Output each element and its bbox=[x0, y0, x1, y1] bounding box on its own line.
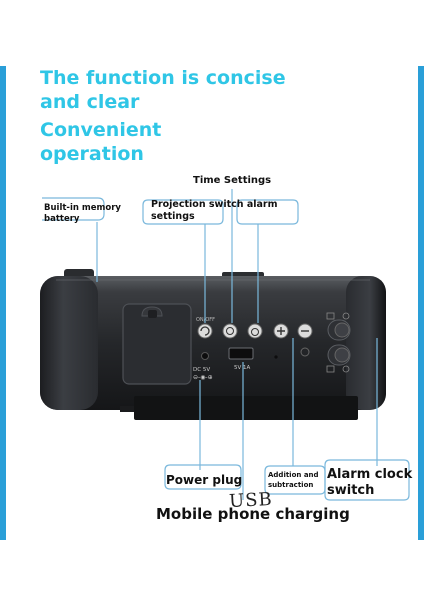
alarm-icon bbox=[251, 328, 259, 336]
label-projection-alarm: Projection switch alarm settings bbox=[151, 199, 278, 222]
usb-port bbox=[228, 347, 254, 360]
label-phone-charging: Mobile phone charging bbox=[156, 505, 350, 523]
label-time-settings: Time Settings bbox=[193, 175, 272, 186]
alarm-setting-box bbox=[236, 199, 299, 225]
label-memory-battery: Built-in memory battery bbox=[44, 203, 121, 224]
left-cap bbox=[40, 276, 98, 410]
headline-line-1: The function is concise bbox=[40, 67, 286, 89]
button-row bbox=[197, 323, 313, 339]
label-power-plug: Power plug bbox=[166, 473, 243, 487]
memory-bracket bbox=[42, 197, 105, 221]
callout-lines bbox=[42, 189, 410, 501]
stand bbox=[134, 396, 358, 420]
power-icon bbox=[300, 347, 310, 357]
alarm-off-icon-2 bbox=[326, 365, 335, 373]
dc-polarity-marking: ⊖-◉-⊕ bbox=[193, 374, 213, 381]
power-box bbox=[164, 464, 242, 490]
time-button[interactable] bbox=[222, 323, 238, 339]
dc-port bbox=[201, 352, 209, 360]
alarm-off-icon bbox=[326, 312, 335, 320]
left-edge-bar bbox=[0, 66, 6, 540]
headline-operation: Convenient operation bbox=[40, 118, 161, 166]
alarm-on-icon bbox=[342, 312, 350, 320]
alarm-button[interactable] bbox=[247, 323, 263, 339]
label-alarm-switch: Alarm clock switch bbox=[327, 467, 413, 498]
right-edge-bar bbox=[418, 66, 424, 540]
dc-marking: DC 5V bbox=[193, 367, 210, 373]
projection-button[interactable] bbox=[197, 323, 213, 339]
clock-icon bbox=[226, 327, 234, 335]
label-addition-subtraction: Addition and subtraction bbox=[268, 471, 319, 489]
headline-line-4: operation bbox=[40, 143, 144, 165]
alarm-on-icon-2 bbox=[342, 365, 350, 373]
headline-line-2: and clear bbox=[40, 91, 140, 113]
battery-door bbox=[122, 303, 192, 385]
toggle-switches bbox=[326, 312, 351, 373]
projection-box bbox=[142, 199, 224, 225]
headline-concise: The function is concise and clear bbox=[40, 66, 286, 114]
headline-line-3: Convenient bbox=[40, 119, 162, 141]
alarm-switch-box bbox=[324, 459, 410, 501]
rotate-icon bbox=[200, 326, 210, 336]
plus-icon bbox=[277, 327, 285, 335]
right-cap bbox=[346, 276, 386, 410]
usb-marking: 5V 1A bbox=[234, 365, 251, 371]
reset-hole bbox=[274, 355, 278, 359]
